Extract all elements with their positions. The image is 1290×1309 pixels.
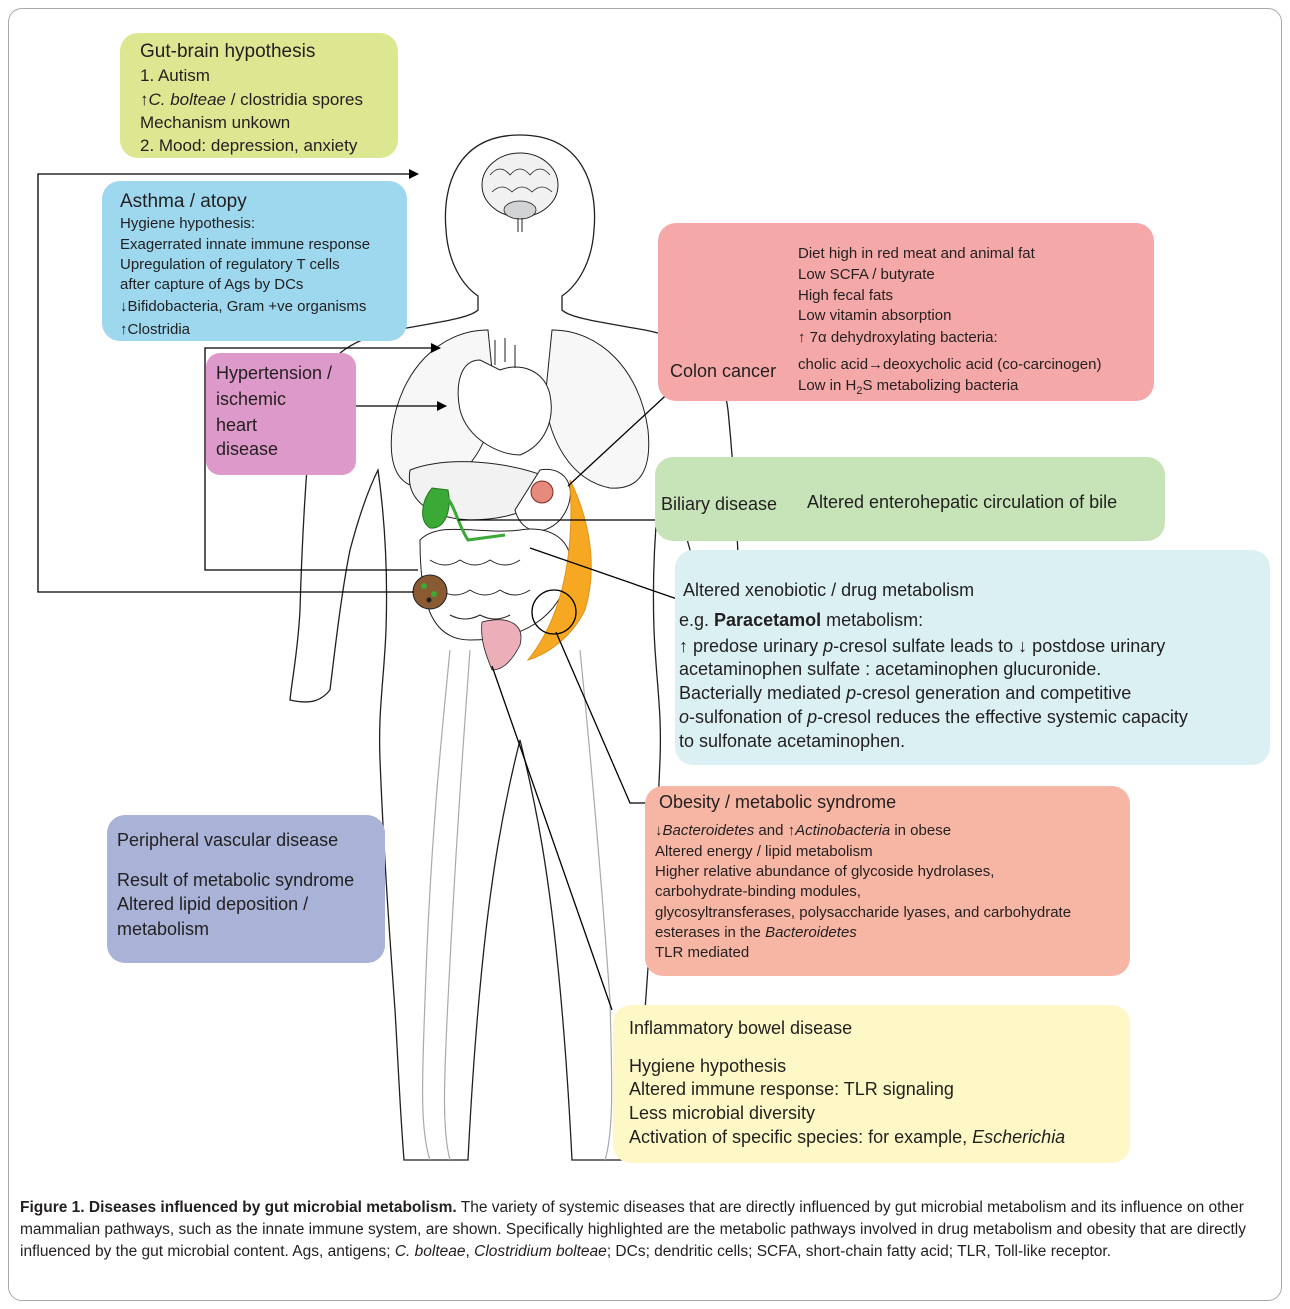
- asthma-line6: ↑Clostridia: [120, 321, 190, 338]
- xenobiotic-line3: acetaminophen sulfate : acetaminophen gl…: [679, 659, 1101, 680]
- peripheral-line3: metabolism: [117, 919, 209, 940]
- obesity-title: Obesity / metabolic syndrome: [659, 792, 896, 813]
- gut-brain-line1: 1. Autism: [140, 66, 210, 86]
- colon-lesion: [531, 481, 553, 503]
- peripheral-line2: Altered lipid deposition /: [117, 894, 308, 915]
- bladder-illustration: [482, 620, 521, 670]
- colon-cancer-line2: Low SCFA / butyrate: [798, 266, 935, 283]
- xenobiotic-title: Altered xenobiotic / drug metabolism: [683, 580, 974, 601]
- obesity-line7: TLR mediated: [655, 944, 749, 961]
- hypertension-box: Hypertension / ischemic heart disease: [206, 353, 356, 475]
- colon-cancer-line3: High fecal fats: [798, 287, 893, 304]
- ibd-line4: Activation of specific species: for exam…: [629, 1127, 1065, 1148]
- obesity-line1: ↓Bacteroidetes and ↑Actinobacteria in ob…: [655, 822, 951, 839]
- obesity-box: Obesity / metabolic syndrome ↓Bacteroide…: [645, 786, 1130, 976]
- obesity-line6: esterases in the Bacteroidetes: [655, 924, 857, 941]
- asthma-line4: after capture of Ags by DCs: [120, 276, 303, 293]
- biliary-text: Altered enterohepatic circulation of bil…: [807, 492, 1117, 513]
- peripheral-title: Peripheral vascular disease: [117, 830, 338, 851]
- xenobiotic-line4: Bacterially mediated p-cresol generation…: [679, 683, 1131, 704]
- brain-illustration: [482, 153, 558, 232]
- obesity-line2: Altered energy / lipid metabolism: [655, 843, 873, 860]
- colon-cancer-line6: cholic acid→deoxycholic acid (co-carcino…: [798, 356, 1101, 373]
- gut-brain-box: Gut-brain hypothesis 1. Autism ↑C. bolte…: [120, 33, 398, 158]
- ibd-line1: Hygiene hypothesis: [629, 1056, 786, 1077]
- hypertension-line3: heart: [216, 415, 257, 436]
- peripheral-box: Peripheral vascular disease Result of me…: [107, 815, 385, 963]
- ibd-line3: Less microbial diversity: [629, 1103, 815, 1124]
- xenobiotic-line5: o-sulfonation of p-cresol reduces the ef…: [679, 707, 1188, 728]
- hypertension-line4: disease: [216, 439, 278, 460]
- hypertension-line2: ischemic: [216, 389, 286, 410]
- ibd-title: Inflammatory bowel disease: [629, 1018, 852, 1039]
- figure-caption: Figure 1. Diseases influenced by gut mic…: [20, 1197, 1270, 1263]
- asthma-line1: Hygiene hypothesis:: [120, 215, 255, 232]
- ibd-box: Inflammatory bowel disease Hygiene hypot…: [613, 1005, 1130, 1163]
- asthma-line2: Exagerrated innate immune response: [120, 236, 370, 253]
- xenobiotic-line2: ↑ predose urinary p-cresol sulfate leads…: [679, 636, 1165, 657]
- asthma-line5: ↓Bifidobacteria, Gram +ve organisms: [120, 298, 366, 315]
- obesity-line5: glycosyltransferases, polysaccharide lya…: [655, 904, 1071, 921]
- colon-cancer-line4: Low vitamin absorption: [798, 307, 951, 324]
- hypertension-line1: Hypertension /: [216, 363, 332, 384]
- ibd-line2: Altered immune response: TLR signaling: [629, 1079, 954, 1100]
- gut-brain-title: Gut-brain hypothesis: [140, 41, 315, 63]
- colon-cancer-line5: ↑ 7α dehydroxylating bacteria:: [798, 329, 998, 346]
- colon-cancer-line7: Low in H2S metabolizing bacteria: [798, 377, 1018, 397]
- gut-brain-line4: 2. Mood: depression, anxiety: [140, 136, 357, 156]
- asthma-title: Asthma / atopy: [120, 191, 247, 213]
- peripheral-line1: Result of metabolic syndrome: [117, 870, 354, 891]
- xenobiotic-line6: to sulfonate acetaminophen.: [679, 731, 905, 752]
- gut-brain-line3: Mechanism unkown: [140, 113, 290, 133]
- asthma-line3: Upregulation of regulatory T cells: [120, 256, 340, 273]
- biliary-box: Biliary disease Altered enterohepatic ci…: [655, 457, 1165, 541]
- biliary-label: Biliary disease: [661, 494, 777, 515]
- xenobiotic-box: Altered xenobiotic / drug metabolism e.g…: [675, 550, 1270, 765]
- xenobiotic-line1: e.g. Paracetamol metabolism:: [679, 610, 923, 631]
- colon-cancer-line1: Diet high in red meat and animal fat: [798, 245, 1035, 262]
- colon-cancer-label: Colon cancer: [670, 361, 776, 382]
- appendix-bacteria: [413, 575, 447, 609]
- asthma-box: Asthma / atopy Hygiene hypothesis: Exage…: [102, 181, 407, 341]
- leg-vessels: [423, 650, 612, 1160]
- caption-title: Figure 1. Diseases influenced by gut mic…: [20, 1199, 457, 1216]
- gut-brain-line2: ↑C. bolteae / clostridia spores: [140, 90, 363, 110]
- colon-cancer-box: Colon cancer Diet high in red meat and a…: [658, 223, 1154, 401]
- obesity-line4: carbohydrate-binding modules,: [655, 883, 861, 900]
- obesity-line3: Higher relative abundance of glycoside h…: [655, 863, 994, 880]
